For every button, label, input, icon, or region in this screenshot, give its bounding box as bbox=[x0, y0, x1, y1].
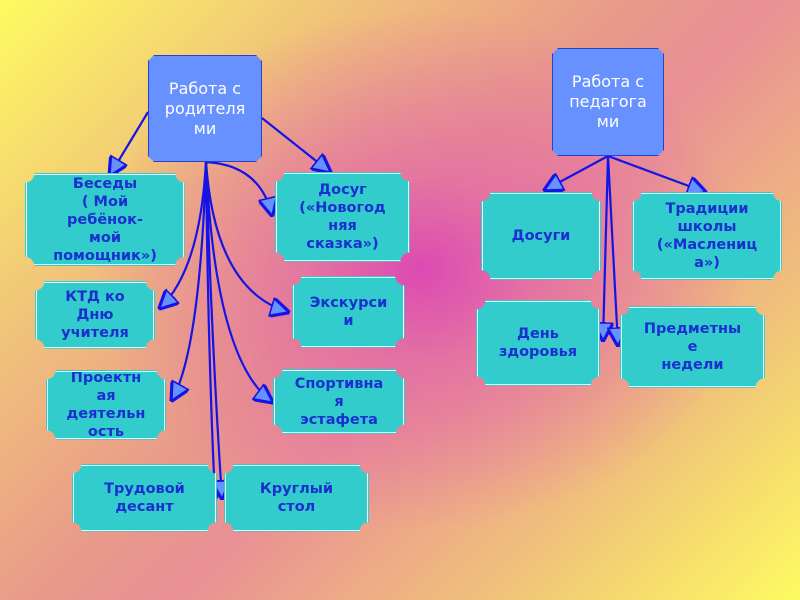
node-krugly-label: Круглый стол bbox=[259, 481, 334, 515]
arrow-to-krugly bbox=[204, 161, 222, 498]
arrow-to-dosug bbox=[261, 117, 330, 172]
node-sportivnaya-label: Спортивна я эстафета bbox=[294, 375, 384, 428]
arrow-to-traditsii bbox=[607, 154, 705, 192]
arrow-to-dosug-side bbox=[205, 160, 272, 215]
arrow-to-besedy bbox=[110, 111, 149, 175]
root-parents-label: Работа с родителя ми bbox=[164, 78, 246, 138]
node-ktd[interactable]: КТД ко Дню учителя bbox=[35, 281, 155, 349]
root-teachers-work[interactable]: Работа с педагога ми bbox=[552, 48, 664, 156]
root-parents-work[interactable]: Работа с родителя ми bbox=[148, 55, 262, 162]
node-dosug-label: Досуг («Новогод няя сказка») bbox=[299, 182, 386, 252]
node-traditsii-label: Традиции школы («Маслениц а») bbox=[656, 201, 758, 271]
arrow-to-predmetnye bbox=[606, 155, 618, 345]
node-den-zdorovya[interactable]: День здоровья bbox=[476, 300, 600, 386]
node-sportivnaya[interactable]: Спортивна я эстафета bbox=[273, 369, 405, 434]
node-trudovoy-label: Трудовой десант bbox=[104, 481, 185, 515]
node-proektnaya[interactable]: Проектн ая деятельн ость bbox=[46, 370, 166, 440]
node-proektnaya-label: Проектн ая деятельн ость bbox=[66, 370, 146, 440]
node-ekskursii[interactable]: Экскурси и bbox=[292, 276, 405, 348]
node-trudovoy-desant[interactable]: Трудовой десант bbox=[72, 464, 217, 532]
node-ktd-label: КТД ко Дню учителя bbox=[61, 289, 129, 341]
arrow-to-sportivnaya bbox=[204, 161, 272, 402]
root-teachers-label: Работа с педагога ми bbox=[569, 72, 647, 131]
node-krugly-stol[interactable]: Круглый стол bbox=[224, 464, 369, 532]
arrow-to-ekskursii bbox=[204, 161, 288, 312]
node-predmetnye-nedeli[interactable]: Предметны е недели bbox=[620, 306, 765, 388]
node-predmetnye-label: Предметны е недели bbox=[643, 321, 742, 373]
arrow-to-proektnaya bbox=[172, 161, 208, 400]
arrow-to-den-zdorovya bbox=[603, 155, 608, 340]
arrow-to-dosugi bbox=[545, 155, 609, 190]
node-dosugi[interactable]: Досуги bbox=[481, 192, 601, 280]
node-dosug-novogodnyaya[interactable]: Досуг («Новогод няя сказка») bbox=[275, 172, 410, 262]
node-besedy-label: Беседы ( Мой ребёнок- мой помощник») bbox=[53, 175, 157, 264]
node-dosugi-label: Досуги bbox=[511, 228, 571, 244]
node-traditsii[interactable]: Традиции школы («Маслениц а») bbox=[632, 192, 782, 280]
node-den-zdorovya-label: День здоровья bbox=[498, 326, 578, 360]
node-ekskursii-label: Экскурси и bbox=[309, 295, 388, 329]
node-besedy[interactable]: Беседы ( Мой ребёнок- мой помощник») bbox=[25, 173, 185, 266]
